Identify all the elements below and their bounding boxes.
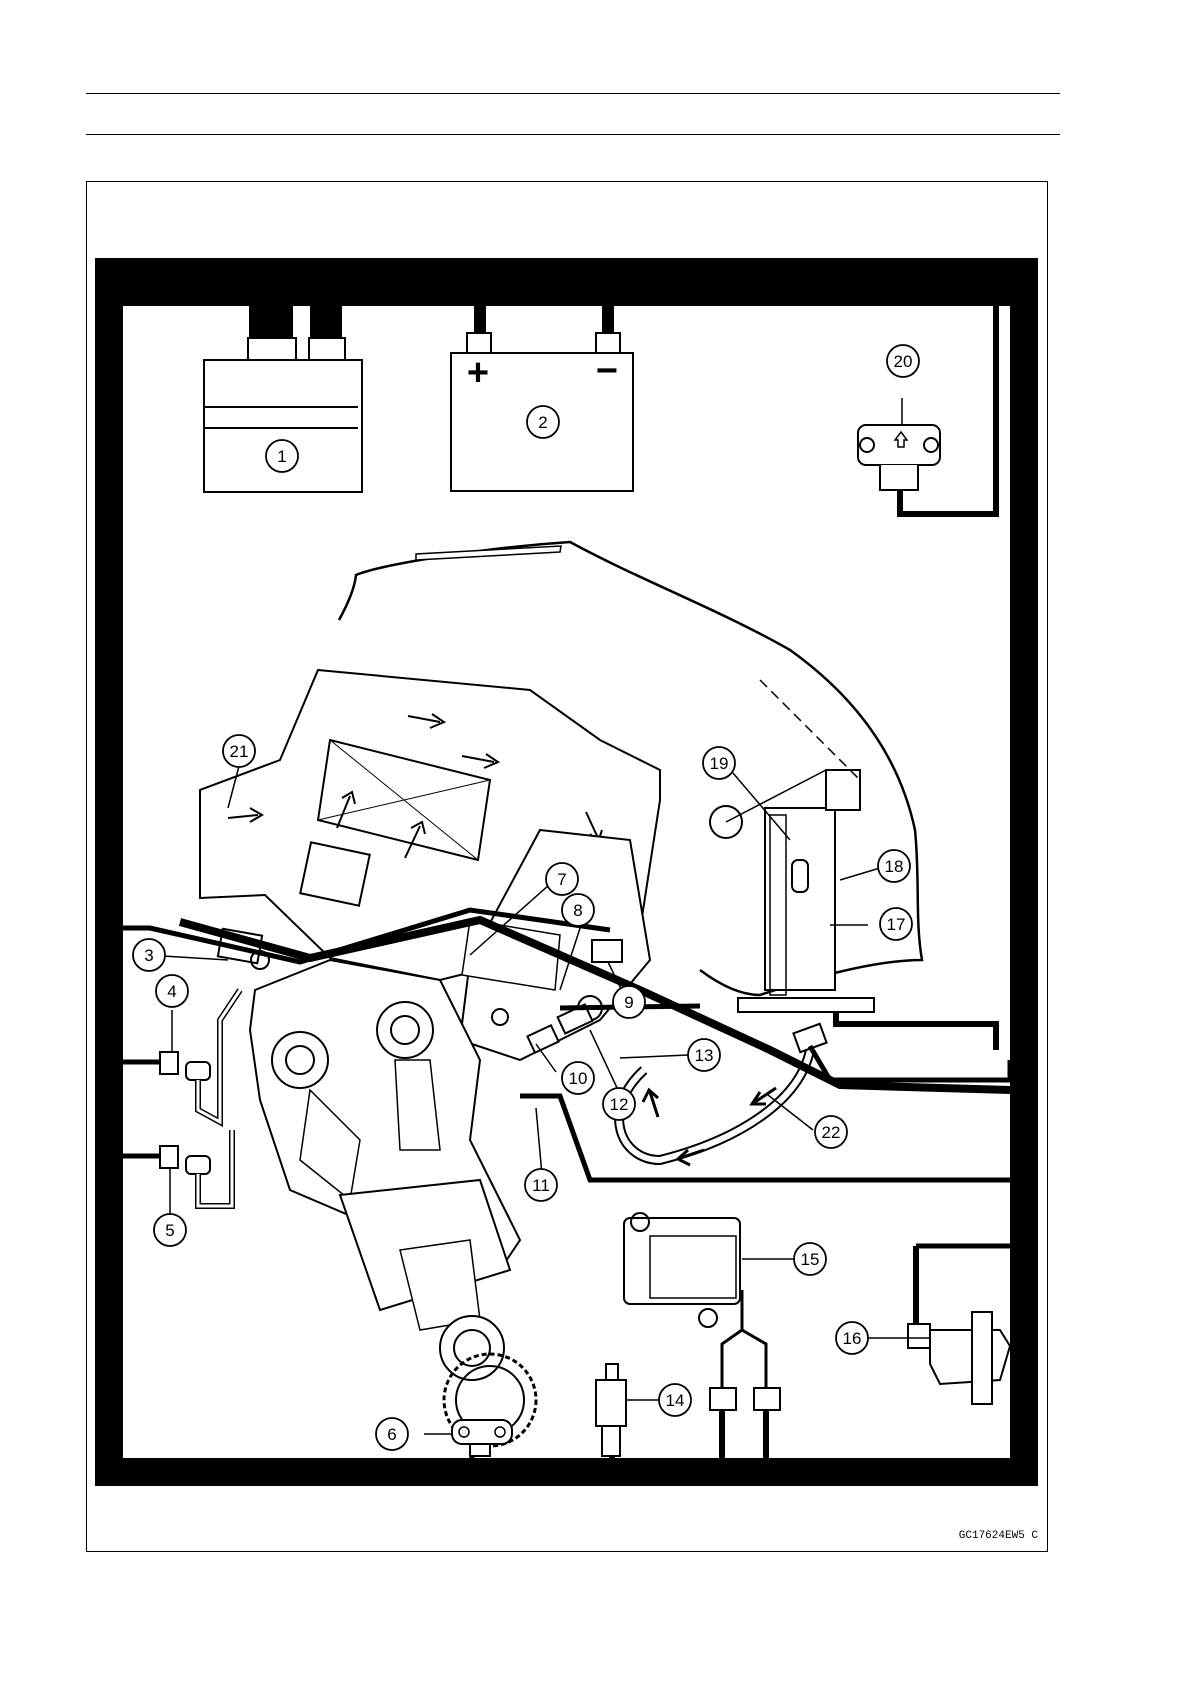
callout-3: 3 [133,939,165,971]
sensor-5 [160,1130,232,1206]
callout-number: 3 [144,946,153,965]
callout-number: 2 [538,413,547,432]
figure-code: GC17624EW5 C [958,1530,1038,1542]
ecu-module [624,1213,780,1462]
o2-sensor [596,1364,626,1466]
callout-16: 16 [836,1322,868,1354]
callout-number: 13 [695,1046,714,1065]
callout-number: 6 [387,1425,396,1444]
callout-1: 1 [266,440,298,472]
callout-number: 8 [573,901,582,920]
crank-sensor [424,1420,512,1456]
harness-inner-top [95,258,1038,306]
callout-number: 17 [887,915,906,934]
callout-19: 19 [703,747,735,779]
battery-positive-mark: + [467,352,489,394]
callout-9: 9 [613,986,645,1018]
callout-5: 5 [154,1214,186,1246]
callout-number: 4 [167,982,176,1001]
sensor-16 [908,1246,1010,1404]
sensor-4 [160,990,240,1122]
callout-number: 11 [532,1176,550,1195]
callout-17: 17 [880,908,912,940]
callout-number: 15 [801,1250,820,1269]
callout-12: 12 [603,1088,635,1120]
tank-cap [416,546,561,560]
callout-8: 8 [562,894,594,926]
callout-20: 20 [887,345,919,377]
battery-negative-mark: − [596,350,618,392]
callout-14: 14 [659,1384,691,1416]
callout-number: 1 [277,447,286,466]
callout-number: 20 [894,352,913,371]
callout-number: 12 [610,1095,629,1114]
callout-15: 15 [794,1243,826,1275]
sensor-20 [858,296,996,514]
callout-22: 22 [815,1116,847,1148]
callout-13: 13 [688,1039,720,1071]
callout-10: 10 [562,1062,594,1094]
callout-18: 18 [878,850,910,882]
callout-7: 7 [546,863,578,895]
callout-11: 11 [525,1169,557,1201]
callout-number: 16 [843,1329,862,1348]
fuel-hose [619,1024,826,1165]
callout-2: 2 [527,406,559,438]
callout-number: 18 [885,857,904,876]
callout-number: 14 [666,1391,685,1410]
callout-number: 19 [710,754,729,773]
battery [451,305,633,491]
callout-6: 6 [376,1418,408,1450]
callout-number: 5 [165,1221,174,1240]
callout-number: 22 [822,1123,841,1142]
callout-number: 9 [624,993,633,1012]
callout-number: 21 [230,742,249,761]
callout-number: 10 [569,1069,588,1088]
callout-number: 7 [557,870,566,889]
callout-4: 4 [156,975,188,1007]
callout-21: 21 [223,735,255,767]
